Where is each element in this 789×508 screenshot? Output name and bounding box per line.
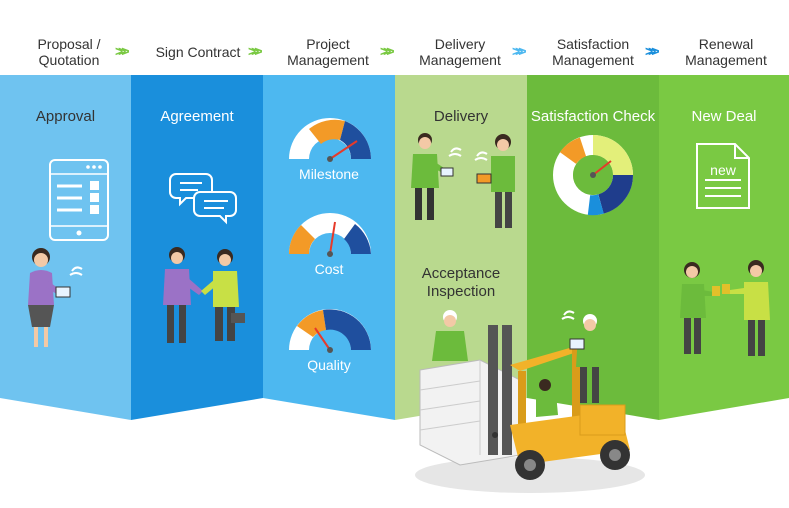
quality-gauge-icon [289,309,371,353]
step-renewal-management: Renewal Management [671,36,781,68]
step-proposal-label: Proposal / Quotation [37,36,101,68]
panel-approval: Approval [0,75,131,415]
chat-bubbles-icon [169,173,237,225]
gauge-cost-label: Cost [314,261,344,277]
woman-with-tablet-illustration [28,248,83,347]
panel-delivery-label: Delivery [433,108,489,125]
toast-celebration-illustration [680,260,770,356]
step-project-management-label: Project Management [287,36,369,68]
donut-chart-icon [553,135,634,216]
panel-approval-label: Approval [35,108,96,125]
milestone-gauge-icon [289,118,371,162]
tablet-checklist-icon [49,159,109,241]
step-renewal-management-label: Renewal Management [685,36,767,68]
forklift-acceptance-illustration [415,310,645,493]
gauge-quality-label: Quality [307,357,351,373]
process-header: Proposal / Quotation >>> Sign Contract >… [0,0,789,75]
panel-agreement: Agreement [131,75,263,415]
cost-gauge-icon [289,213,371,257]
handshake-illustration [163,247,245,343]
delivery-workers-illustration [411,133,515,228]
step-satisfaction-management-label: Satisfaction Management [552,36,634,68]
panel-satisfaction-check: Satisfaction Check [527,75,659,415]
panel-delivery: Delivery Acceptance Inspection [395,75,527,415]
step-delivery-management: Delivery Management [405,36,515,68]
panel-new-deal-label: New Deal [691,108,757,125]
gauge-milestone-label: Milestone [299,166,359,182]
new-document-icon [696,143,750,209]
panel-agreement-label: Agreement [160,108,234,125]
step-sign-contract-label: Sign Contract [155,44,241,60]
step-proposal: Proposal / Quotation [14,36,124,68]
panel-acceptance-label: Acceptance Inspection [421,265,501,300]
step-project-management: Project Management [273,36,383,68]
panel-satisfaction-check-label: Satisfaction Check [530,108,656,125]
step-delivery-management-label: Delivery Management [419,36,501,68]
panel-new-deal: New Deal [659,75,789,415]
step-satisfaction-management: Satisfaction Management [538,36,648,68]
new-document-label: new [710,162,736,178]
step-sign-contract: Sign Contract [143,44,253,60]
